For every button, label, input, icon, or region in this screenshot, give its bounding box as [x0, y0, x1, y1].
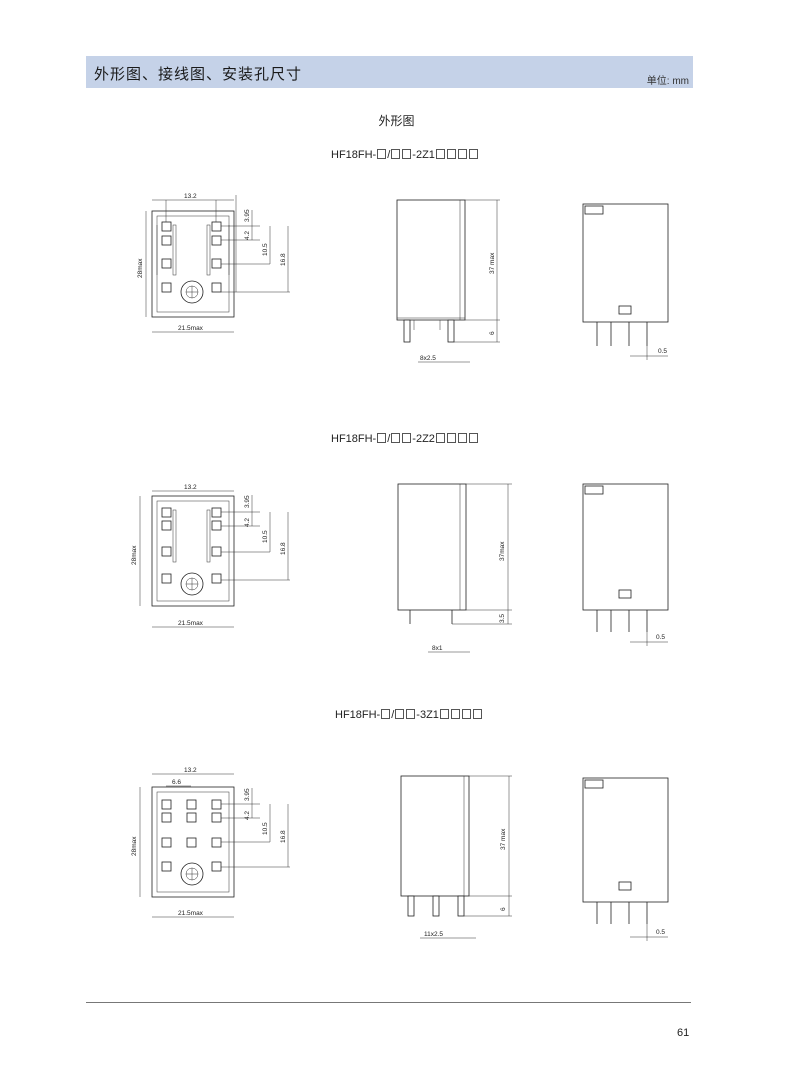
model-suffix: -3Z1	[416, 709, 439, 721]
dim-d2: 4.2	[244, 518, 251, 527]
model-separator: /	[391, 709, 395, 721]
dim-body-height: 37 max	[489, 252, 496, 274]
dim-height-side: 28max	[137, 258, 144, 278]
model-prefix: HF18FH-	[331, 433, 377, 445]
drawing-group-1: 13.2 28max 21.5max 3.95 4.2 10.5 16.8	[137, 193, 669, 363]
dim-body-height: 37 max	[500, 828, 507, 850]
dim-d1: 3.95	[244, 788, 251, 801]
dim-width-top: 13.2	[184, 484, 197, 491]
model-separator: /	[387, 433, 391, 445]
page-number: 61	[677, 1027, 690, 1039]
drawing-group-2: 13.2 28max 21.5max 3.95 4.2 10.5 16.8 37…	[131, 483, 669, 653]
model-suffix: -2Z2	[412, 433, 435, 445]
dim-width-bottom: 21.5max	[178, 620, 204, 627]
side-view-drawing: 37 max 6 11x2.5	[400, 775, 512, 939]
dim-d2: 4.2	[244, 811, 251, 820]
dim-height-side: 28max	[131, 545, 138, 565]
section-header-bar: 外形图、接线图、安装孔尺寸 单位: mm	[86, 56, 693, 88]
front-view-drawing: 0.5	[582, 777, 669, 941]
dim-width-top: 13.2	[184, 767, 197, 774]
outline-drawing-title: 外形图	[378, 114, 415, 128]
model-prefix: HF18FH-	[335, 709, 381, 721]
dim-width-top: 13.2	[184, 193, 197, 200]
dim-width-bottom: 21.5max	[178, 910, 204, 917]
dim-height-side: 28max	[131, 836, 138, 856]
dim-pin-len: 3.5	[499, 614, 506, 623]
dim-pin-thk: 0.5	[656, 929, 665, 936]
dim-d4: 16.8	[280, 542, 287, 555]
dim-d4: 16.8	[280, 253, 287, 266]
unit-label: 单位: mm	[646, 76, 689, 87]
dim-pin-spec: 11x2.5	[424, 931, 443, 938]
bottom-view-drawing: 13.2 6.6 28max 21.5max 3.95 4.2 10.5 16.…	[131, 767, 290, 918]
model-separator: /	[387, 149, 391, 161]
model-label-3: HF18FH- / -3Z1	[335, 709, 483, 721]
bottom-view-drawing: 13.2 28max 21.5max 3.95 4.2 10.5 16.8	[137, 193, 290, 333]
section-header-title: 外形图、接线图、安装孔尺寸	[94, 65, 303, 83]
dim-pin-spec: 8x2.5	[420, 355, 436, 362]
dim-pin-thk: 0.5	[656, 634, 665, 641]
dim-d3: 10.5	[262, 530, 269, 543]
dim-d3: 10.5	[262, 243, 269, 256]
model-prefix: HF18FH-	[331, 149, 377, 161]
dim-d3: 10.5	[262, 822, 269, 835]
dim-d4: 16.8	[280, 830, 287, 843]
front-view-drawing: 0.5	[582, 483, 669, 646]
model-label-1: HF18FH- / -2Z1	[331, 149, 479, 161]
dim-body-height: 37max	[499, 541, 506, 561]
dim-pin-len: 6	[489, 331, 496, 335]
dim-pin-spec: 8x1	[432, 645, 443, 652]
model-suffix: -2Z1	[412, 149, 435, 161]
dim-pin-len: 6	[500, 907, 507, 911]
bottom-view-drawing: 13.2 28max 21.5max 3.95 4.2 10.5 16.8	[131, 484, 290, 628]
front-view-drawing: 0.5	[582, 203, 669, 360]
model-label-2: HF18FH- / -2Z2	[331, 433, 479, 445]
drawing-group-3: 13.2 6.6 28max 21.5max 3.95 4.2 10.5 16.…	[131, 767, 669, 941]
side-view-drawing: 37max 3.5 8x1	[397, 483, 512, 653]
dim-pin-thk: 0.5	[658, 348, 667, 355]
dim-d1: 3.95	[244, 209, 251, 222]
dim-pitch: 6.6	[172, 779, 181, 786]
side-view-drawing: 37 max 6 8x2.5	[396, 199, 500, 363]
dim-width-bottom: 21.5max	[178, 325, 204, 332]
dim-d2: 4.2	[244, 231, 251, 240]
dim-d1: 3.95	[244, 495, 251, 508]
footer-divider	[86, 1002, 691, 1003]
